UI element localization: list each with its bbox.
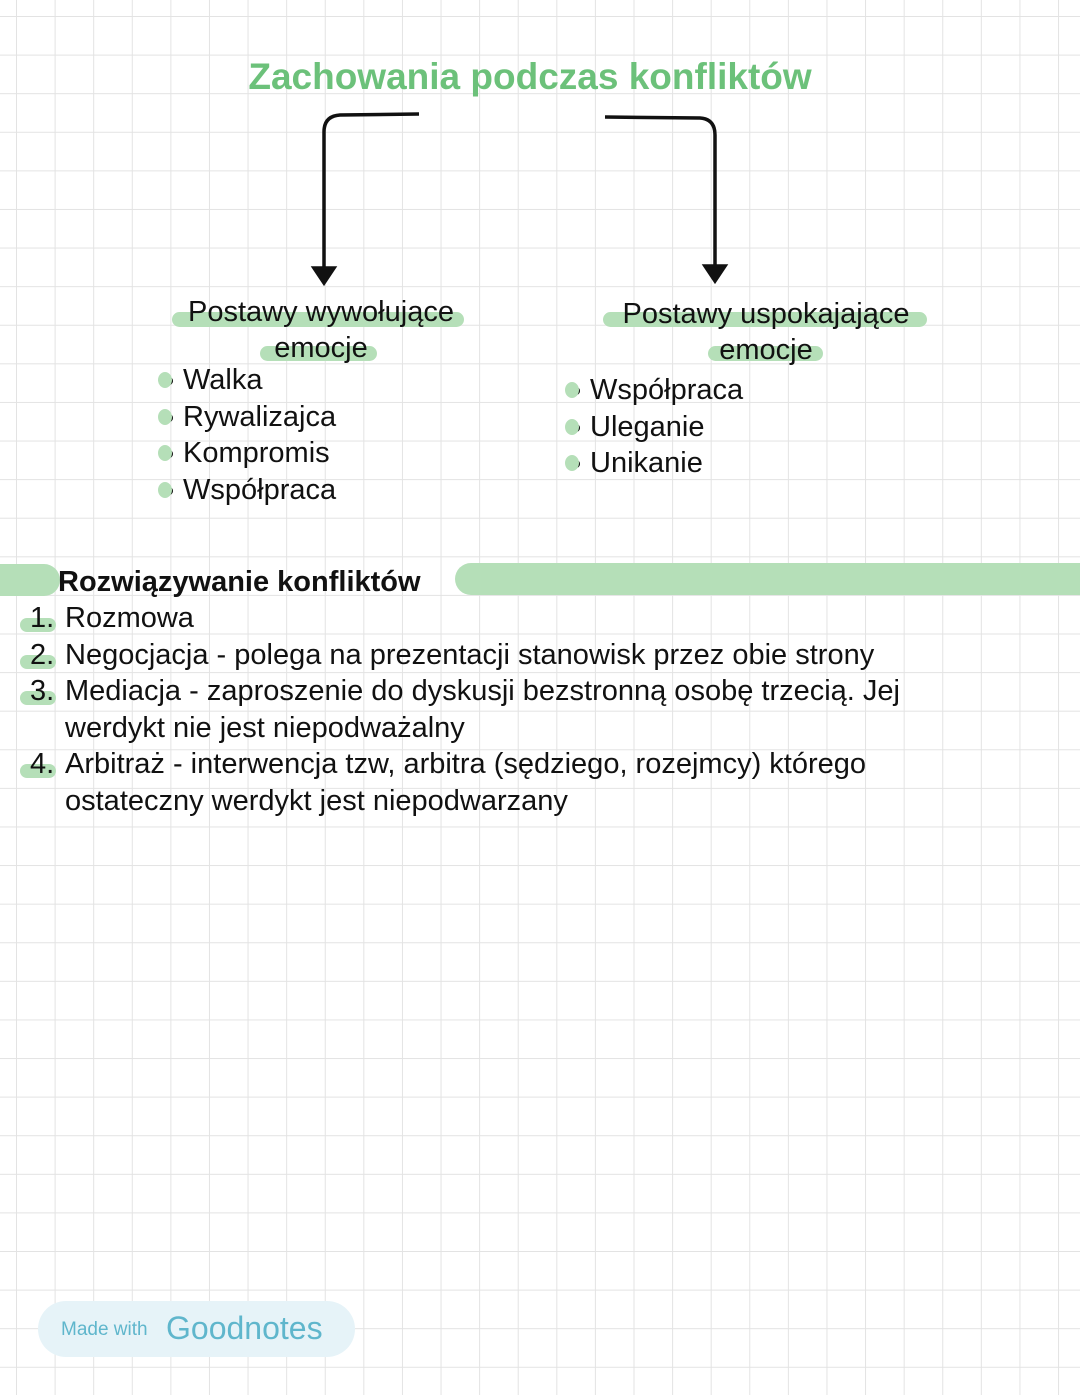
left-heading-line1: Postawy wywołujące [188,296,454,328]
item-number: 3. [30,675,55,707]
left-list: Walka Rywalizajca Kompromis Współpraca [158,362,337,509]
arrows [310,112,729,287]
list-item: 4. Arbitraż - interwencja tzw, arbitra (s… [0,746,900,819]
highlight [455,563,1080,595]
right-heading: Postawy uspokajające emocje [606,296,926,368]
highlight [172,312,464,327]
list-item: Rywalizajca [158,399,337,436]
right-list: Współpraca Uleganie Unikanie [565,372,744,482]
goodnotes-logo: Goodnotes [166,1310,323,1346]
list-item: Uleganie [565,409,743,446]
made-with-label: Made with [61,1319,148,1340]
list-item-label: Współpraca [183,473,337,506]
item-number: 2. [30,638,55,671]
page-title: Zachowania podczas konfliktów [248,56,812,97]
goodnotes-badge: Made with Goodnotes [38,1301,355,1357]
list-item: 3. Mediacja - zaproszenie do dyskusji bez… [0,673,900,746]
item-text: Rozmowa [65,602,194,634]
list-item-label: Unikanie [590,447,703,479]
list-item-label: Kompromis [183,437,330,469]
section-heading: Rozwiązywanie konfliktów [58,566,421,598]
item-number: 4. [30,748,55,780]
list-item: Unikanie [565,445,743,482]
right-heading-line2: emocje [719,334,813,366]
list-item-label: Walka [183,364,263,396]
list-item: Współpraca [565,372,744,409]
list-item: Kompromis [158,435,336,472]
left-heading: Postawy wywołujące emocje [172,294,470,366]
list-item: Walka [158,362,336,399]
list-item: 1. Rozmowa [0,600,900,637]
item-text: Arbitraż - interwencja tzw, arbitra (sęd… [65,748,867,780]
item-text: Mediacja - zaproszenie do dyskusji bezst… [65,675,900,707]
right-heading-line1: Postawy uspokajające [622,298,910,330]
list-item: 2. Negocjacja - polega na prezentacji sta… [0,637,900,674]
item-number: 1. [30,602,55,634]
numbered-list: 1. Rozmowa 2. Negocjacja - polega na preze… [0,600,900,819]
left-heading-line2: emocje [274,332,368,364]
highlight [0,564,60,596]
item-text: Negocjacja - polega na prezentacji stano… [65,638,875,671]
list-item: Współpraca [158,472,337,509]
list-item-label: Rywalizajca [183,400,337,433]
arrow-left-icon [310,112,420,287]
list-item-label: Współpraca [590,374,744,406]
highlight [603,312,927,327]
highlight [708,346,823,361]
highlight [260,346,377,361]
list-item-label: Uleganie [590,410,705,443]
item-text: ostateczny werdykt jest niepodwarzany [65,784,568,817]
arrow-right-icon [604,115,729,285]
item-text: werdykt nie jest niepodważalny [65,711,465,744]
